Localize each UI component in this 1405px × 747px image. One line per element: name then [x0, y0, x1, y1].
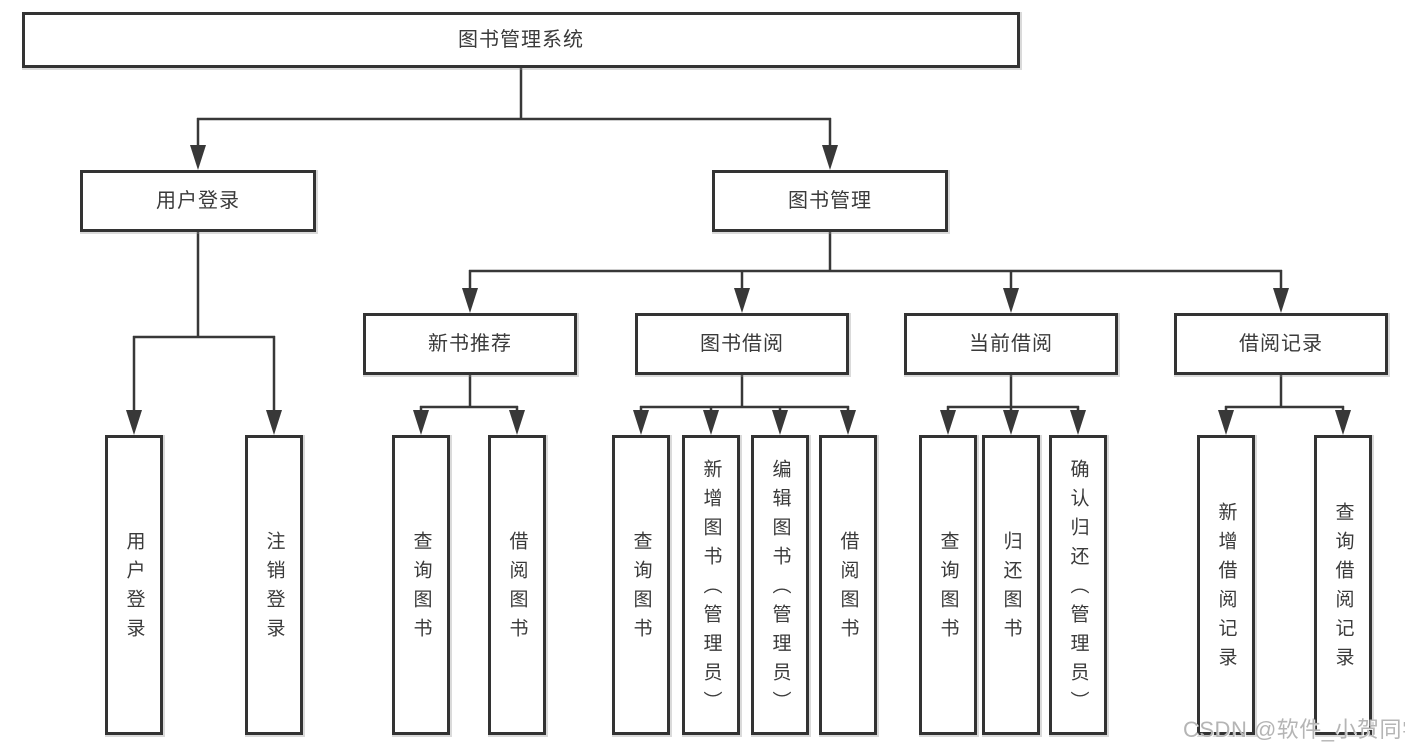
csdn-watermark: CSDN @软件_小贺同学	[1183, 717, 1405, 742]
node-root: 图书管理系统	[22, 12, 1020, 68]
node-confirm-return-admin: 确认归还（管理员）	[1049, 435, 1107, 735]
node-query-borrow-record: 查询借阅记录	[1314, 435, 1372, 735]
node-add-borrow-record: 新增借阅记录	[1197, 435, 1255, 735]
node-borrowing-query-books: 查询图书	[612, 435, 670, 735]
node-return-books: 归还图书	[982, 435, 1040, 735]
node-borrowing-records: 借阅记录	[1174, 313, 1388, 375]
node-current-query-books: 查询图书	[919, 435, 977, 735]
node-user-login-branch: 用户登录	[80, 170, 316, 232]
node-recommend-query-books: 查询图书	[392, 435, 450, 735]
node-new-book-recommendation: 新书推荐	[363, 313, 577, 375]
node-borrowing-borrow-books: 借阅图书	[819, 435, 877, 735]
node-add-books-admin: 新增图书（管理员）	[682, 435, 740, 735]
node-book-borrowing: 图书借阅	[635, 313, 849, 375]
node-book-management-branch: 图书管理	[712, 170, 948, 232]
node-edit-books-admin: 编辑图书（管理员）	[751, 435, 809, 735]
node-recommend-borrow-books: 借阅图书	[488, 435, 546, 735]
node-logout-action: 注销登录	[245, 435, 303, 735]
node-current-borrowing: 当前借阅	[904, 313, 1118, 375]
node-user-login-action: 用户登录	[105, 435, 163, 735]
